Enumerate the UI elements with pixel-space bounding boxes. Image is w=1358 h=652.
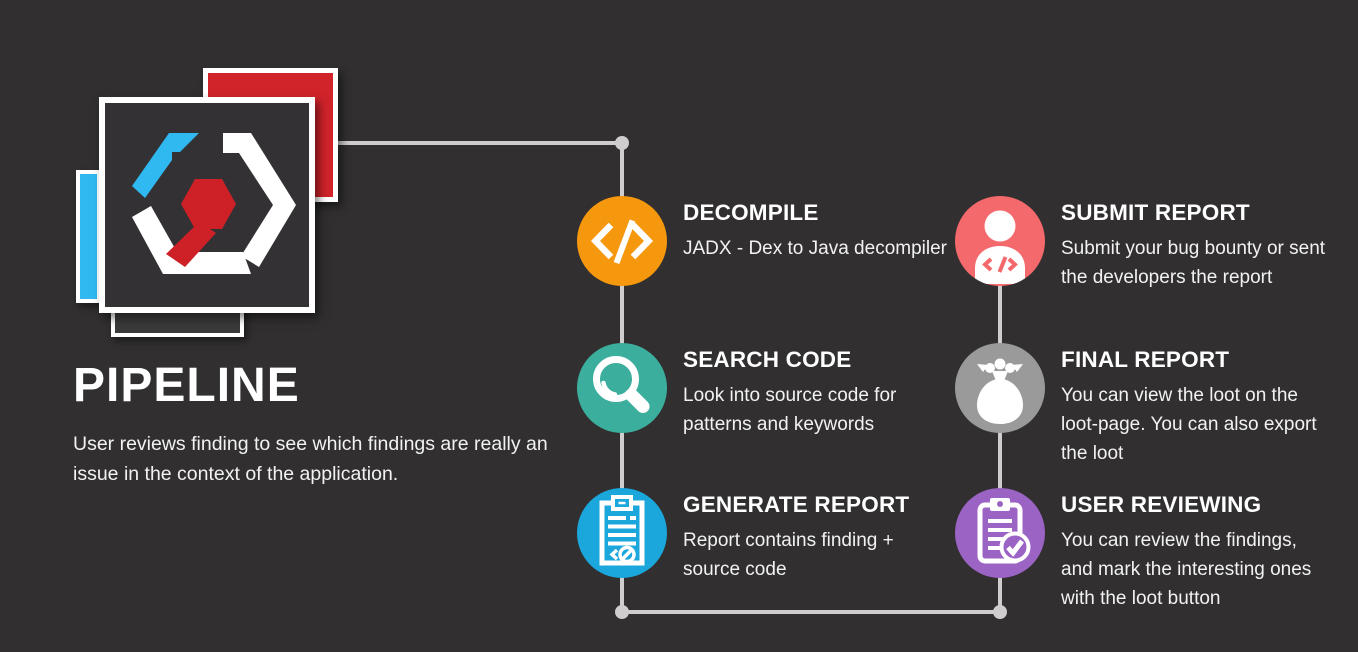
code-icon [590, 219, 654, 265]
step-circle-user-reviewing [955, 488, 1045, 578]
step-circle-submit-report [955, 196, 1045, 286]
hexagon-code-logo-icon [132, 133, 296, 274]
person-code-icon [975, 210, 1025, 284]
step-description: Look into source code for patterns and k… [683, 385, 897, 435]
step-submit-report: SUBMIT REPORT Submit your bug bounty or … [955, 196, 1329, 292]
step-description: Submit your bug bounty or sent the devel… [1061, 238, 1326, 288]
step-description: You can view the loot on the loot-page. … [1061, 385, 1317, 464]
step-final-report: FINAL REPORT You can view the loot on th… [955, 343, 1329, 468]
step-description: JADX - Dex to Java decompiler [683, 238, 947, 259]
step-title: DECOMPILE [683, 200, 819, 225]
step-title: SUBMIT REPORT [1061, 200, 1250, 225]
step-description: Report contains finding + source code [683, 530, 894, 580]
connector-dot-top [615, 136, 629, 150]
step-title: USER REVIEWING [1061, 492, 1262, 517]
step-search-code: SEARCH CODE Look into source code for pa… [577, 343, 951, 439]
step-user-reviewing: USER REVIEWING You can review the findin… [955, 488, 1329, 613]
step-description: You can review the findings, and mark th… [1061, 530, 1312, 609]
step-circle-search-code [577, 343, 667, 433]
clipboard-check-icon [977, 498, 1031, 564]
step-title: SEARCH CODE [683, 347, 852, 372]
page-description: User reviews finding to see which findin… [73, 432, 548, 485]
connector-dot-bottom-right [993, 605, 1007, 619]
step-decompile: DECOMPILE JADX - Dex to Java decompiler [577, 196, 951, 286]
search-icon [593, 356, 650, 413]
page-title: PIPELINE [73, 359, 300, 412]
connector-dot-bottom-left [615, 605, 629, 619]
step-title: FINAL REPORT [1061, 347, 1230, 372]
logo-cyan-bar [76, 170, 101, 303]
connector-top-horizontal [337, 141, 622, 145]
logo-dark-square [99, 97, 315, 313]
step-generate-report: GENERATE REPORT Report contains finding … [577, 488, 951, 584]
connector-bottom-horizontal [622, 610, 1000, 614]
money-bag-icon [977, 358, 1023, 424]
clipboard-report-icon [599, 495, 645, 566]
step-circle-generate-report [577, 488, 667, 578]
pipeline-panel: PIPELINE User reviews finding to see whi… [73, 359, 613, 489]
step-title: GENERATE REPORT [683, 492, 910, 517]
step-circle-decompile [577, 196, 667, 286]
step-circle-final-report [955, 343, 1045, 433]
